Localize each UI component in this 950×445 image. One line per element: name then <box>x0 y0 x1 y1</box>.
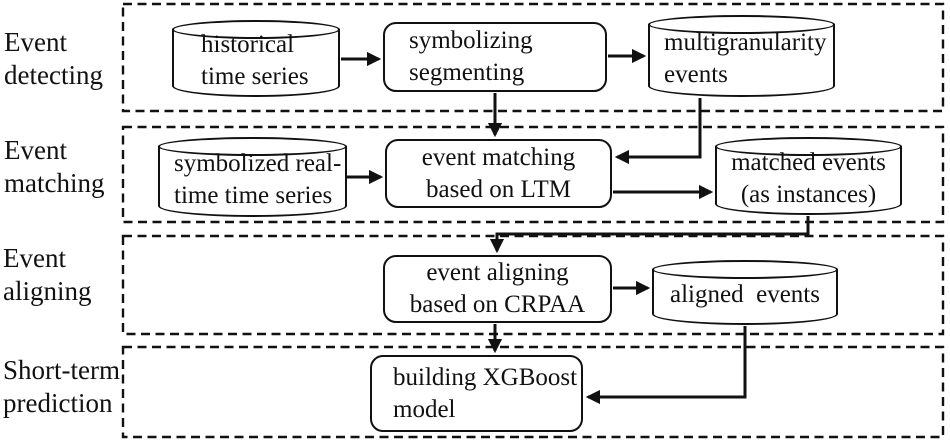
node-event-matching: event matching based on LTM <box>385 139 612 208</box>
node-matched-events: matched events (as instances) <box>715 137 902 215</box>
node-label: historical time series <box>201 31 309 90</box>
node-building-xgboost-model: building XGBoost model <box>370 355 583 432</box>
stage-label-event-aligning: Event aligning <box>3 243 92 306</box>
node-label: building XGBoost model <box>393 363 578 423</box>
node-label: event matching based on LTM <box>421 143 576 203</box>
node-label: aligned events <box>670 281 820 308</box>
node-label: symbolizing segmenting <box>409 27 533 86</box>
node-label: event aligning based on CRPAA <box>409 259 586 318</box>
node-label: matched events (as instances) <box>731 148 886 208</box>
node-label: symbolized real- time time series <box>174 149 342 209</box>
node-label: multigranularity events <box>664 28 827 88</box>
node-aligned-events: aligned events <box>652 260 838 325</box>
node-historical-time-series: historical time series <box>172 20 340 97</box>
stage-label-event-matching: Event matching <box>4 135 105 198</box>
arrow-matched-events-to-event-aligning <box>489 216 810 254</box>
node-event-aligning: event aligning based on CRPAA <box>383 255 612 323</box>
stage-label-short-term-prediction: Short-term prediction <box>3 355 120 418</box>
node-symbolized-realtime-series: symbolized real- time time series <box>158 137 347 217</box>
node-symbolizing-segmenting: symbolizing segmenting <box>383 22 607 92</box>
stage-label-event-detecting: Event detecting <box>4 27 103 90</box>
arrow-aligned-events-to-building-xgboost <box>585 326 747 405</box>
arrow-multigranularity-to-event-matching <box>614 98 702 165</box>
node-multigranularity-events: multigranularity events <box>648 15 835 97</box>
